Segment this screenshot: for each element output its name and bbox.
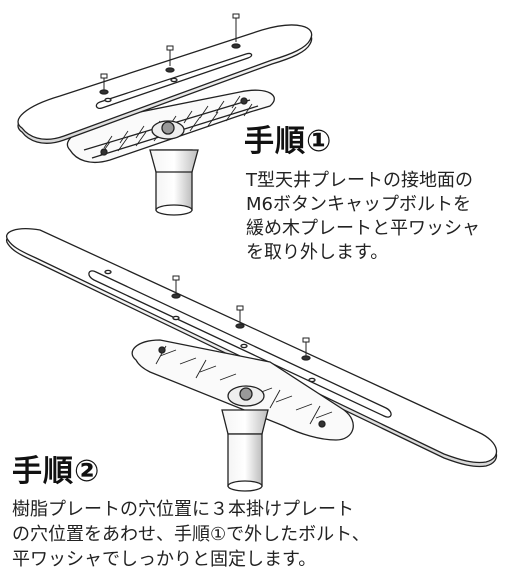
resin-plate-step2 (131, 339, 354, 441)
step1-title: 手順① (244, 124, 333, 159)
bolts-step1 (100, 13, 240, 90)
step2-line: 樹脂プレートの穴位置に３本掛けプレート (12, 499, 354, 520)
step1-line: 緩め木プレートと平ワッシャ (246, 218, 480, 239)
bolt (172, 275, 180, 294)
bolt (100, 73, 108, 90)
step1-assembly (17, 13, 313, 216)
wood-plate-step1 (17, 24, 313, 144)
bolt (166, 45, 174, 66)
t-bracket-pole (149, 149, 199, 216)
step1-line: を取り外します。 (246, 242, 389, 263)
t-bracket-pole-step2 (221, 409, 269, 492)
step2-line: 平ワッシャでしっかりと固定します。 (12, 549, 317, 570)
step1-instructions: T型天井プレートの接地面の M6ボタンキャップボルトを 緩め木プレートと平ワッシ… (246, 169, 480, 265)
bolt (236, 305, 244, 324)
step2-title: 手順② (12, 454, 101, 489)
bolt (302, 337, 310, 356)
step2-instructions: 樹脂プレートの穴位置に３本掛けプレート の穴位置をあわせ、手順①で外したボルト、… (12, 497, 370, 572)
bolt (232, 13, 240, 42)
step2-assembly (6, 228, 497, 492)
three-hook-plate (6, 228, 497, 468)
step2-line: の穴位置をあわせ、手順①で外したボルト、 (12, 524, 370, 545)
step1-line: T型天井プレートの接地面の (246, 170, 473, 191)
bolts-step2 (172, 275, 310, 356)
step1-line: M6ボタンキャップボルトを (246, 194, 471, 215)
